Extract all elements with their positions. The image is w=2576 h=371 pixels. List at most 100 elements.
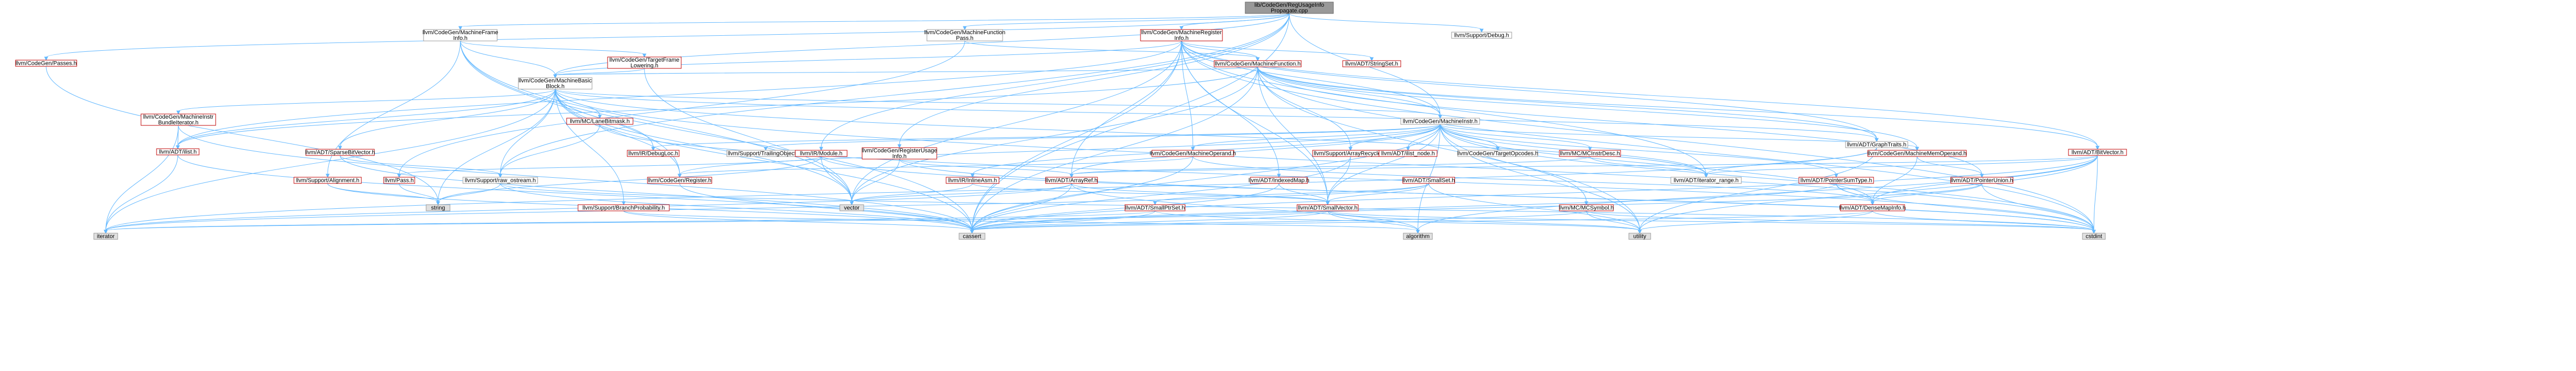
node-label: lib/CodeGen/RegUsageInfo bbox=[1255, 2, 1325, 8]
node-box bbox=[1151, 150, 1234, 157]
edge-tfl-to-vector bbox=[644, 68, 854, 206]
node-mcinstrdesc[interactable]: llvm/MC/MCInstrDesc.h bbox=[1559, 150, 1621, 157]
edge-mo-to-register bbox=[678, 156, 1193, 178]
edge-arrayrecycler-to-smallvector bbox=[1326, 156, 1351, 206]
node-iterator: iterator bbox=[93, 233, 118, 240]
edge-root-to-mri bbox=[1179, 13, 1290, 31]
node-debug: llvm/Support/Debug.h bbox=[1451, 32, 1512, 39]
edge-mf-to-vector bbox=[850, 66, 1258, 206]
node-label: llvm/Support/BranchProbability.h bbox=[583, 205, 665, 211]
node-algorithm: algorithm bbox=[1403, 233, 1433, 240]
node-indexedmap[interactable]: llvm/ADT/IndexedMap.h bbox=[1248, 177, 1310, 184]
node-box bbox=[2068, 149, 2127, 156]
node-smallset[interactable]: llvm/ADT/SmallSet.h bbox=[1402, 177, 1455, 184]
node-module[interactable]: llvm/IR/Module.h bbox=[795, 150, 848, 157]
edge-tfl-to-mbb bbox=[553, 68, 645, 79]
edge-densemapinfo-to-cassert bbox=[970, 210, 1873, 234]
node-mcsymbol[interactable]: llvm/MC/MCSymbol.h bbox=[1559, 204, 1614, 211]
node-register[interactable]: llvm/CodeGen/Register.h bbox=[647, 177, 712, 184]
edge-ptrunion-to-cstdint bbox=[1981, 183, 2096, 234]
node-smallvector[interactable]: llvm/ADT/SmallVector.h bbox=[1297, 204, 1359, 211]
node-strset[interactable]: llvm/ADT/StringSet.h bbox=[1342, 60, 1401, 67]
node-debugloc[interactable]: llvm/IR/DebugLoc.h bbox=[627, 150, 680, 157]
node-box bbox=[140, 113, 216, 126]
node-ilist[interactable]: llvm/ADT/ilist.h bbox=[156, 148, 200, 155]
node-box bbox=[1845, 141, 1908, 148]
edge-mf-to-bitvector bbox=[1257, 66, 2100, 150]
node-alignment[interactable]: llvm/Support/Alignment.h bbox=[293, 177, 362, 184]
edge-bitvector-to-cstdint bbox=[2092, 155, 2098, 234]
edge-bitvector-to-cassert bbox=[970, 155, 2098, 234]
edge-mfi-to-alignment bbox=[326, 40, 461, 178]
edge-mbb-to-iterrange bbox=[555, 89, 1708, 178]
edge-mi-to-mo bbox=[1191, 124, 1441, 151]
node-box bbox=[423, 29, 498, 41]
node-mmo[interactable]: llvm/CodeGen/MachineMemOperand.h bbox=[1867, 150, 1967, 157]
node-label: llvm/ADT/DenseMapInfo.h bbox=[1839, 205, 1906, 211]
node-densemapinfo[interactable]: llvm/ADT/DenseMapInfo.h bbox=[1839, 204, 1906, 211]
node-box bbox=[1250, 177, 1308, 184]
edge-mfi-to-tfl bbox=[460, 40, 646, 58]
edge-root-to-mfi bbox=[458, 13, 1290, 31]
node-utility: utility bbox=[1628, 233, 1651, 240]
node-cstdint: cstdint bbox=[2082, 233, 2106, 240]
node-graphtraits: llvm/ADT/GraphTraits.h bbox=[1845, 141, 1908, 148]
node-box bbox=[1950, 177, 2014, 184]
edge-passes-to-string bbox=[46, 66, 440, 206]
node-sparsebv[interactable]: llvm/ADT/SparseBitVector.h bbox=[305, 149, 375, 156]
node-box bbox=[1559, 150, 1621, 157]
node-inlineasm[interactable]: llvm/IR/InlineAsm.h bbox=[946, 177, 1000, 184]
node-lanebm[interactable]: llvm/MC/LaneBitmask.h bbox=[566, 118, 634, 125]
edge-smallset-to-smallptrset bbox=[1153, 183, 1429, 206]
node-ptrsumtype[interactable]: llvm/ADT/PointerSumType.h bbox=[1798, 177, 1874, 184]
node-box bbox=[946, 177, 1000, 184]
edge-mbb-to-ilist bbox=[176, 89, 556, 150]
node-passes[interactable]: llvm/CodeGen/Passes.h bbox=[15, 60, 77, 67]
node-label: llvm/ADT/ilist.h bbox=[159, 149, 197, 155]
edge-root-to-debug bbox=[1289, 13, 1484, 33]
node-box bbox=[1245, 2, 1334, 14]
node-mo[interactable]: llvm/CodeGen/MachineOperand.h bbox=[1150, 150, 1236, 157]
node-pass[interactable]: llvm/Pass.h bbox=[383, 177, 415, 184]
edge-mcinstrdesc-to-iterrange bbox=[1589, 156, 1708, 178]
edge-lanebm-to-rawostream bbox=[498, 124, 600, 178]
node-label: utility bbox=[1633, 234, 1646, 240]
edge-mri-to-mf bbox=[1181, 40, 1260, 62]
edge-mri-to-arrayref bbox=[1069, 40, 1182, 178]
node-box bbox=[959, 233, 986, 240]
node-box bbox=[862, 147, 937, 160]
node-ptrunion[interactable]: llvm/ADT/PointerUnion.h bbox=[1950, 177, 2014, 184]
node-box bbox=[1297, 204, 1359, 211]
edge-graphtraits-to-utility bbox=[1638, 147, 1877, 234]
node-branchprob[interactable]: llvm/Support/BranchProbability.h bbox=[578, 204, 670, 211]
node-smallptrset[interactable]: llvm/ADT/SmallPtrSet.h bbox=[1124, 204, 1186, 211]
edge-sparsebv-to-rawostream bbox=[340, 155, 502, 178]
edge-mmo-to-ptrunion bbox=[1917, 156, 1984, 178]
node-label: llvm/Support/TrailingObjects.h bbox=[728, 151, 804, 157]
edge-mi-to-tgtopcodes bbox=[1440, 124, 1500, 151]
node-bitvector[interactable]: llvm/ADT/BitVector.h bbox=[2068, 149, 2127, 156]
node-arrayref[interactable]: llvm/ADT/ArrayRef.h bbox=[1045, 177, 1098, 184]
node-label: Propagate.cpp bbox=[1271, 8, 1308, 14]
node-box bbox=[15, 60, 77, 67]
node-arrayrecycler[interactable]: llvm/Support/ArrayRecycler.h bbox=[1312, 150, 1389, 157]
node-box bbox=[156, 148, 200, 155]
node-label: llvm/Support/Debug.h bbox=[1454, 33, 1509, 39]
edge-densemapinfo-to-utility bbox=[1638, 210, 1873, 234]
node-ilistnode[interactable]: llvm/ADT/ilist_node.h bbox=[1378, 150, 1438, 157]
node-box bbox=[1867, 150, 1967, 157]
node-label: llvm/CodeGen/TargetFrame bbox=[609, 57, 679, 63]
edge-root-to-mfp bbox=[963, 13, 1290, 31]
node-mf[interactable]: llvm/CodeGen/MachineFunction.h bbox=[1214, 60, 1302, 67]
node-label: llvm/MC/LaneBitmask.h bbox=[570, 119, 630, 125]
node-string: string bbox=[426, 204, 451, 211]
node-mibi[interactable]: llvm/CodeGen/MachineInstrBundleIterator.… bbox=[140, 113, 216, 126]
edge-mbb-to-iterator bbox=[104, 89, 556, 234]
node-label: llvm/Support/raw_ostream.h bbox=[465, 178, 536, 184]
